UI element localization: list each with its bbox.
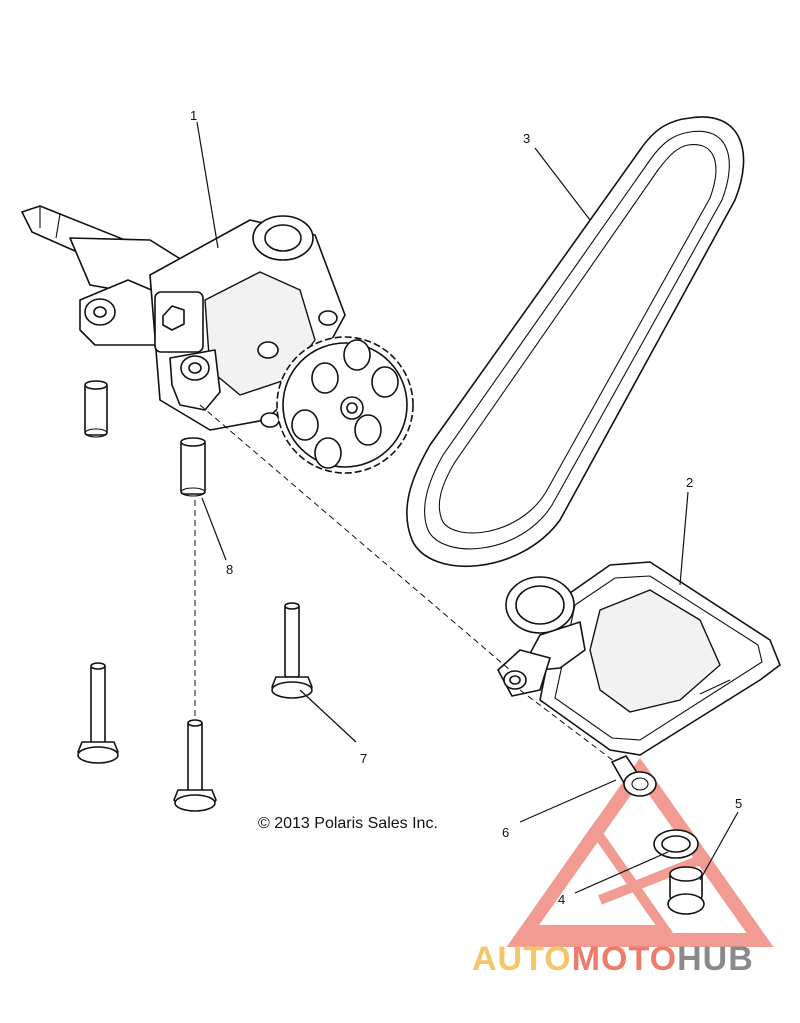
drive-chain [406, 116, 745, 567]
callout-3: 3 [523, 131, 530, 146]
callout-8: 8 [226, 562, 233, 577]
callout-1: 1 [190, 108, 197, 123]
callout-5: 5 [735, 796, 742, 811]
watermark-text-hub: HUB [677, 940, 754, 978]
watermark-brand-text: AUTOMOTOHUB [472, 940, 754, 978]
alignment-lines [194, 404, 616, 763]
leader-lines [196, 121, 739, 894]
dowel-pins [84, 380, 206, 497]
pump-sprocket [276, 336, 414, 474]
oil-pickup-screen [497, 561, 781, 756]
oil-pump-assembly [21, 205, 346, 431]
bolt-left [77, 662, 119, 764]
callout-4: 4 [558, 892, 565, 907]
copyright-text: © 2013 Polaris Sales Inc. [258, 815, 438, 832]
callout-6: 6 [502, 825, 509, 840]
callout-7: 7 [360, 751, 367, 766]
bolt-front [173, 719, 217, 812]
watermark-text-auto: AUTO [472, 940, 572, 978]
watermark-text-moto: MOTO [572, 940, 677, 978]
bolt-middle [271, 602, 313, 699]
sealing-washer [653, 829, 699, 859]
drain-fitting [611, 755, 657, 797]
callout-2: 2 [686, 475, 693, 490]
drain-plug [667, 866, 705, 915]
